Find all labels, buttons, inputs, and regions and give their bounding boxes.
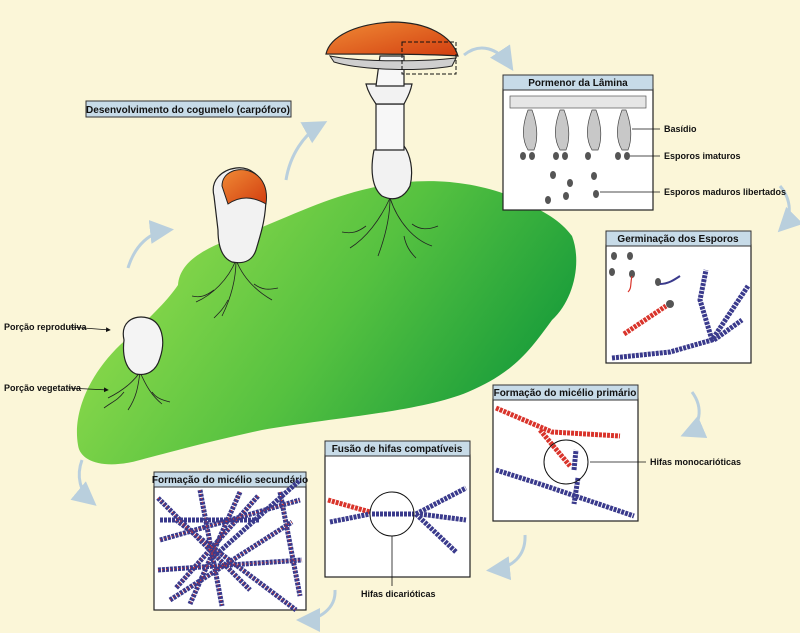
- substrate: [76, 181, 577, 465]
- panel-secundario: Formação do micélio secundário: [152, 471, 308, 612]
- cycle-arrow-4: [777, 185, 800, 233]
- label-hifas-monocarioticas: Hifas monocarióticas: [650, 457, 741, 467]
- label-basidio: Basídio: [664, 124, 697, 134]
- zoom-box: [401, 41, 457, 75]
- cycle-arrows: [70, 44, 800, 632]
- label-esporos-imaturos: Esporos imaturos: [664, 151, 741, 161]
- main-title: Desenvolvimento do cogumelo (carpóforo): [86, 105, 290, 116]
- panel-primario: Formação do micélio primário: [492, 384, 639, 522]
- panel-primario-title: Formação do micélio primário: [494, 388, 637, 399]
- cycle-arrow-6: [486, 534, 527, 581]
- panel-fusao: Fusão de hifas compatíveis: [324, 440, 471, 578]
- cycle-arrow-1: [126, 220, 174, 269]
- label-porcao-reprodutiva: Porção reprodutiva: [4, 322, 88, 332]
- cycle-arrow-3: [463, 44, 514, 71]
- cycle-arrow-5: [680, 391, 708, 438]
- panel-germinacao: Germinação dos Esporos: [605, 230, 752, 364]
- cycle-arrow-7: [296, 589, 337, 632]
- label-hifas-dicarioticas: Hifas dicarióticas: [361, 589, 436, 599]
- label-esporos-maduros: Esporos maduros libertados: [664, 187, 786, 197]
- primordium: [103, 316, 171, 411]
- main-title-box: Desenvolvimento do cogumelo (carpóforo): [85, 100, 292, 118]
- red-hypha: [622, 303, 668, 337]
- panel-lamina-title: Pormenor da Lâmina: [528, 78, 628, 89]
- cycle-arrow-2: [284, 121, 328, 181]
- panel-fusao-title: Fusão de hifas compatíveis: [332, 444, 463, 455]
- panel-germinacao-title: Germinação dos Esporos: [617, 234, 739, 245]
- button-mushroom: [191, 167, 279, 319]
- panel-lamina: Pormenor da Lâmina: [502, 74, 654, 211]
- cycle-arrow-8: [70, 459, 97, 506]
- panel-secundario-title: Formação do micélio secundário: [152, 475, 308, 486]
- label-porcao-vegetativa: Porção vegetativa: [4, 383, 82, 393]
- mature-mushroom: [325, 21, 459, 259]
